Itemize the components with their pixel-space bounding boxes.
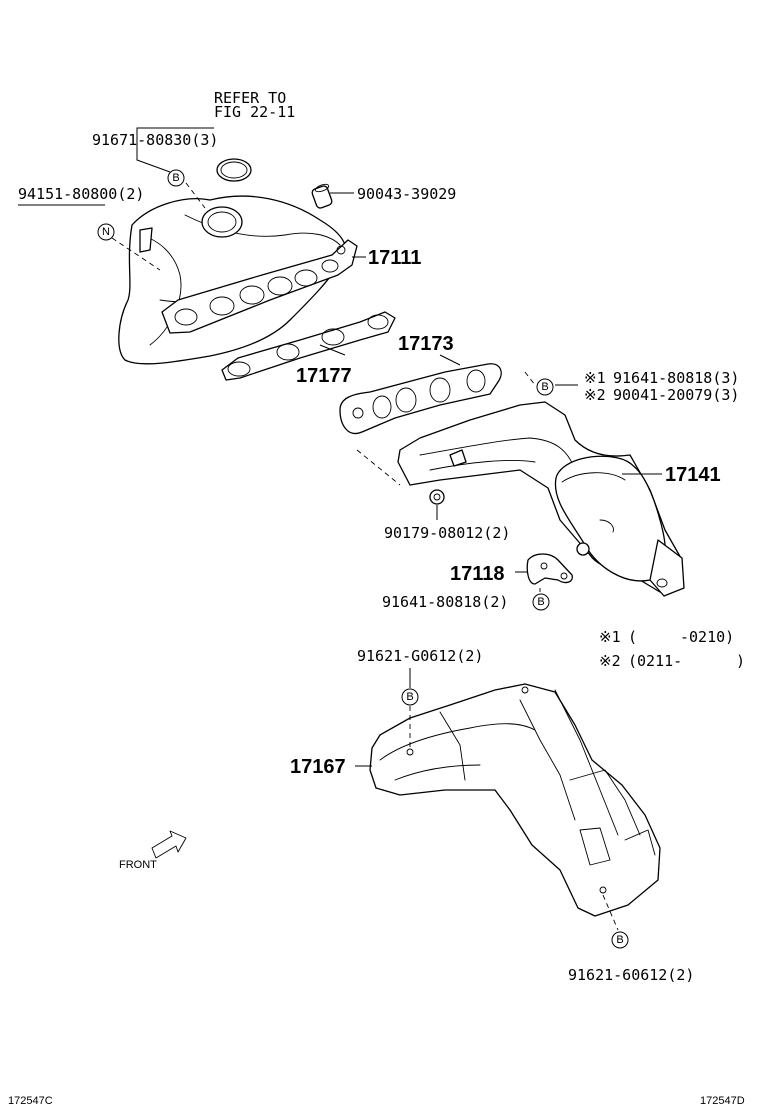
refer-to-label: REFER TO — [214, 89, 286, 107]
svg-text:B: B — [537, 596, 544, 608]
marker-b-bracket: B — [532, 593, 550, 611]
front-arrow-icon — [151, 830, 187, 859]
exhaust-manifold-label: 17141 — [665, 464, 721, 486]
x2-marker-a: ※2 — [584, 386, 606, 404]
nut-90179-part — [429, 489, 445, 505]
footer-left-code: 172547C — [8, 1095, 53, 1107]
bolt-manifold-label: 91671-80830(3) — [92, 131, 218, 149]
svg-text:N: N — [102, 226, 110, 238]
legend-x2-close: ) — [736, 652, 745, 670]
svg-text:B: B — [541, 381, 548, 393]
footer-right-code: 172547D — [700, 1095, 745, 1107]
marker-b-gasket: B — [536, 378, 554, 396]
x1-marker-a: ※1 — [584, 369, 606, 387]
exhaust-manifold-part — [397, 401, 685, 597]
heat-shield-label: 17167 — [290, 756, 346, 778]
gasket-lower-label: 17177 — [296, 365, 352, 387]
svg-text:B: B — [616, 934, 623, 946]
legend-x1-marker: ※1 — [599, 628, 621, 646]
o-ring-part — [216, 158, 252, 182]
legend-x2-marker: ※2 — [599, 652, 621, 670]
marker-b-heatshield-top: B — [401, 688, 419, 706]
bolt-heatshield-bottom-label: 91621-60612(2) — [568, 966, 694, 984]
svg-text:B: B — [406, 691, 413, 703]
intake-manifold-part — [118, 195, 358, 365]
front-label: FRONT — [119, 859, 157, 871]
gasket-17177-part — [221, 311, 396, 381]
heat-shield-part — [369, 683, 661, 917]
gasket-upper-label: 17173 — [398, 333, 454, 355]
nut-exhaust-label: 90179-08012(2) — [384, 524, 510, 542]
leader-lines — [18, 127, 662, 931]
manifold-label: 17111 — [368, 247, 421, 269]
refer-fig-label: FIG 22-11 — [214, 103, 295, 121]
bolt-x1-label: 91641-80818(3) — [613, 369, 739, 387]
bolt-x2-label: 90041-20079(3) — [613, 386, 739, 404]
plug-label: 90043-39029 — [357, 185, 456, 203]
marker-b-heatshield-bottom: B — [611, 931, 629, 949]
nut-n-label: 94151-80800(2) — [18, 185, 144, 203]
bracket-label: 17118 — [450, 563, 505, 585]
svg-text:B: B — [172, 172, 179, 184]
legend-x1-open: ( — [628, 628, 637, 646]
plug-part — [311, 183, 333, 209]
marker-b-manifold: B — [167, 169, 185, 187]
marker-n: N — [97, 223, 115, 241]
legend-x2-code: (0211- — [628, 652, 682, 670]
gasket-17173-part — [339, 363, 502, 435]
bracket-part — [526, 553, 573, 585]
bolt-bracket-label: 91641-80818(2) — [382, 593, 508, 611]
legend-x1-code: -0210) — [680, 628, 734, 646]
bolt-heatshield-top-label: 91621-G0612(2) — [357, 647, 483, 665]
